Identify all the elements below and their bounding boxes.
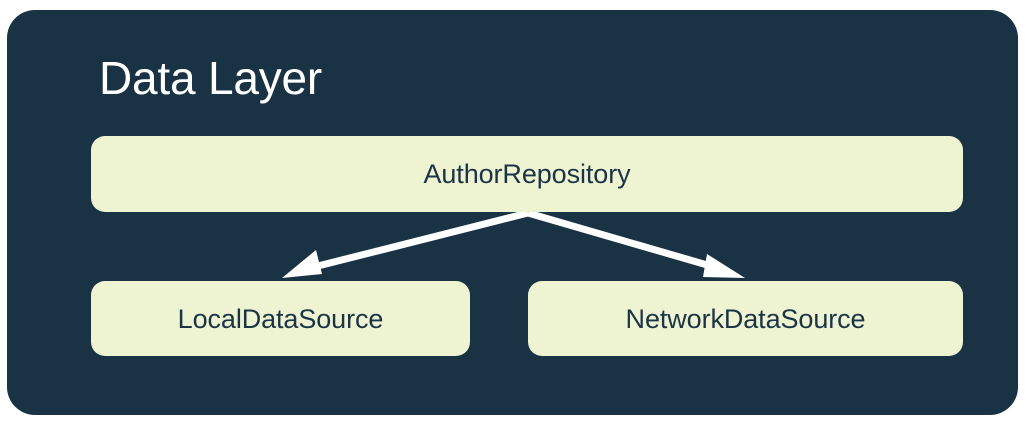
node-label-author-repository: AuthorRepository [423, 159, 631, 189]
node-local-data-source[interactable]: LocalDataSource [91, 281, 470, 356]
node-network-data-source[interactable]: NetworkDataSource [528, 281, 963, 356]
node-author-repository[interactable]: AuthorRepository [91, 136, 963, 212]
node-label-local-data-source: LocalDataSource [177, 303, 384, 334]
node-label-network-data-source: NetworkDataSource [625, 303, 866, 334]
page-title: Data Layer [99, 52, 323, 104]
